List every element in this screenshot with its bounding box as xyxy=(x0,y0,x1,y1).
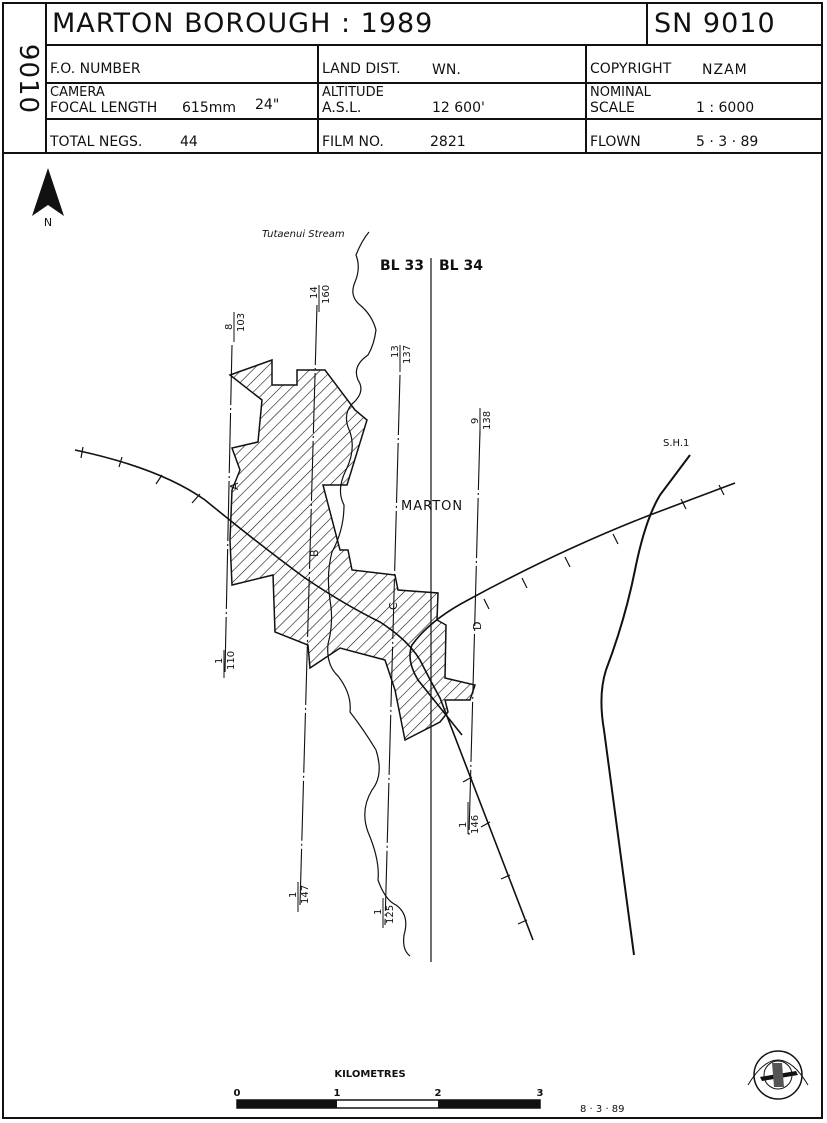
company-seal-logo xyxy=(747,1050,809,1100)
film-no-value: 2821 xyxy=(430,134,466,150)
flight-line-d: D 9 138 1 146 xyxy=(458,408,493,836)
stream-label: Tutaenui Stream xyxy=(262,229,345,240)
stream xyxy=(327,231,411,957)
scale-bar-title: KILOMETRES xyxy=(334,1069,405,1080)
svg-text:1: 1 xyxy=(288,892,299,898)
divider xyxy=(4,152,823,154)
flown-value: 5 · 3 · 89 xyxy=(696,134,759,150)
svg-text:1: 1 xyxy=(214,658,225,664)
flown-label: FLOWN xyxy=(590,134,641,150)
svg-text:160: 160 xyxy=(321,285,332,304)
railway xyxy=(74,449,736,941)
svg-text:A: A xyxy=(228,482,241,490)
svg-text:13: 13 xyxy=(390,345,401,358)
scale-bar: KILOMETRES 0 1 2 3 xyxy=(234,1069,544,1109)
divider xyxy=(585,44,587,154)
divider xyxy=(45,118,823,120)
total-negs-value: 44 xyxy=(180,134,198,150)
divider xyxy=(45,82,823,84)
land-dist-value: WN. xyxy=(432,62,461,78)
svg-text:125: 125 xyxy=(385,905,396,924)
svg-text:14: 14 xyxy=(309,286,320,299)
focal-length-value: 615mm xyxy=(182,100,236,116)
north-label: N xyxy=(44,216,52,229)
svg-text:2: 2 xyxy=(435,1088,442,1099)
state-highway xyxy=(600,454,691,956)
svg-text:103: 103 xyxy=(236,313,247,332)
total-negs-label: TOTAL NEGS. xyxy=(50,134,143,150)
nominal-label: NOMINAL xyxy=(590,85,651,100)
svg-text:146: 146 xyxy=(470,815,481,834)
focal-length-inches: 24" xyxy=(255,97,280,113)
flight-line-a: A 8 103 1 110 xyxy=(214,312,247,678)
scale-label: SCALE xyxy=(590,100,635,116)
svg-text:137: 137 xyxy=(402,345,413,364)
svg-text:9: 9 xyxy=(470,418,481,424)
svg-text:C: C xyxy=(387,602,400,610)
copyright-label: COPYRIGHT xyxy=(590,61,672,77)
fo-number-label: F.O. NUMBER xyxy=(50,61,141,77)
camera-label: CAMERA xyxy=(50,85,105,100)
divider xyxy=(317,44,319,154)
svg-text:B: B xyxy=(308,549,321,557)
scale-value: 1 : 6000 xyxy=(696,100,755,116)
film-no-label: FILM NO. xyxy=(322,134,384,150)
highway-label: S.H.1 xyxy=(663,438,689,449)
svg-text:3: 3 xyxy=(537,1088,544,1099)
divider xyxy=(45,4,47,154)
block-left-label: BL 33 xyxy=(380,258,424,274)
north-arrow: N xyxy=(32,168,64,229)
copyright-value: NZAM xyxy=(702,62,748,78)
flight-line-c: C 13 137 1 125 xyxy=(373,345,413,928)
svg-text:1: 1 xyxy=(458,822,469,828)
railway-ticks xyxy=(80,446,725,925)
map-date: 8 · 3 · 89 xyxy=(580,1104,625,1115)
block-right-label: BL 34 xyxy=(439,258,483,274)
focal-length-label: FOCAL LENGTH xyxy=(50,100,158,116)
svg-text:1: 1 xyxy=(334,1088,341,1099)
svg-text:138: 138 xyxy=(482,411,493,430)
divider xyxy=(45,44,823,46)
header-block: 9010 MARTON BOROUGH : 1989 SN 9010 F.O. … xyxy=(4,4,823,154)
flight-line-b: B 14 160 1 147 xyxy=(288,285,332,912)
north-arrow-icon xyxy=(32,168,64,216)
svg-text:110: 110 xyxy=(226,651,237,670)
svg-text:0: 0 xyxy=(234,1088,241,1099)
map-title: MARTON BOROUGH : 1989 xyxy=(52,8,434,39)
svg-text:147: 147 xyxy=(300,885,311,904)
divider xyxy=(646,4,648,44)
sheet-number: SN 9010 xyxy=(654,8,776,39)
altitude-label: ALTITUDE xyxy=(322,85,384,100)
town-label: MARTON xyxy=(401,499,463,514)
svg-text:D: D xyxy=(471,622,484,630)
asl-label: A.S.L. xyxy=(322,100,362,116)
svg-text:1: 1 xyxy=(373,909,384,915)
svg-text:8: 8 xyxy=(224,324,235,330)
altitude-value: 12 600' xyxy=(432,100,485,116)
land-dist-label: LAND DIST. xyxy=(322,61,401,77)
